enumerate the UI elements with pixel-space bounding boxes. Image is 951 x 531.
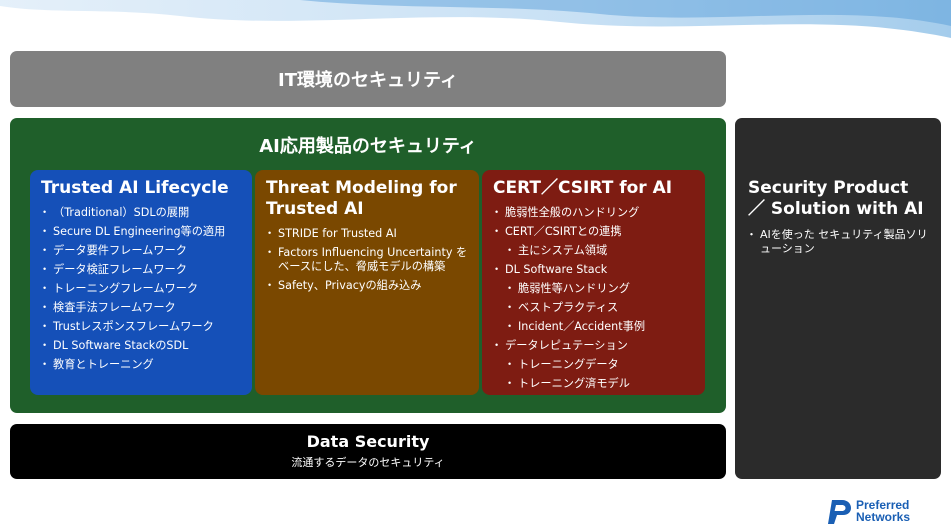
data-security-subtitle: 流通するデータのセキュリティ	[291, 456, 445, 469]
list-item: Secure DL Engineering等の適用	[39, 225, 242, 239]
list-item: DL Software StackのSDL	[39, 339, 242, 353]
logo-wordmark: Preferred Networks	[856, 499, 910, 523]
list-item: データ検証フレームワーク	[39, 263, 242, 277]
it-environment-security-title: IT環境のセキュリティ	[278, 70, 458, 91]
list-item: Safety、Privacyの組み込み	[264, 279, 469, 293]
it-environment-security-bar: IT環境のセキュリティ	[10, 51, 726, 107]
list-item: 主にシステム領域	[493, 244, 695, 258]
list-item: STRIDE for Trusted AI	[264, 227, 469, 241]
trusted-ai-lifecycle-panel: Trusted AI Lifecycle （Traditional）SDLの展開…	[30, 170, 252, 395]
list-item: データ要件フレームワーク	[39, 244, 242, 258]
list-item: 脆弱性等ハンドリング	[493, 282, 695, 296]
list-item: Factors Influencing Uncertainty をベースにした、…	[264, 246, 469, 274]
security-product-panel: Security Product ／ Solution with AI AIを使…	[735, 118, 941, 479]
threat-modeling-panel: Threat Modeling for Trusted AI STRIDE fo…	[255, 170, 479, 395]
data-security-bar: Data Security 流通するデータのセキュリティ	[10, 424, 726, 479]
logo-line-2: Networks	[856, 510, 911, 524]
pfn-logo-icon	[828, 500, 851, 524]
logo-line-1: Preferred	[856, 498, 910, 512]
list-item: トレーニングデータ	[493, 358, 695, 372]
list-item: Incident／Accident事例	[493, 320, 695, 334]
list-item: トレーニング済モデル	[493, 377, 695, 391]
ai-application-security-section: AI応用製品のセキュリティ Trusted AI Lifecycle （Trad…	[10, 118, 726, 413]
list-item: CERT／CSIRTとの連携	[491, 225, 695, 239]
list-item: 検査手法フレームワーク	[39, 301, 242, 315]
list-item: AIを使った セキュリティ製品ソリューション	[746, 228, 931, 256]
ai-application-security-title: AI応用製品のセキュリティ	[259, 136, 477, 157]
security-product-title: Security Product ／ Solution with AI	[748, 178, 924, 219]
panel-title: Trusted AI Lifecycle	[41, 178, 229, 198]
list-item: トレーニングフレームワーク	[39, 282, 242, 296]
header-wave-decoration	[0, 0, 951, 38]
cert-csirt-panel: CERT／CSIRT for AI 脆弱性全般のハンドリング CERT／CSIR…	[482, 170, 705, 395]
list-item: Trustレスポンスフレームワーク	[39, 320, 242, 334]
panel-title: CERT／CSIRT for AI	[493, 178, 673, 198]
list-item: DL Software Stack	[491, 263, 695, 277]
list-item: データレピュテーション	[491, 339, 695, 353]
preferred-networks-logo: Preferred Networks	[824, 496, 946, 528]
list-item: ベストプラクティス	[493, 301, 695, 315]
data-security-title: Data Security	[306, 432, 430, 451]
list-item: 脆弱性全般のハンドリング	[491, 206, 695, 220]
list-item: 教育とトレーニング	[39, 358, 242, 372]
panel-title: Threat Modeling for Trusted AI	[266, 178, 457, 219]
list-item: （Traditional）SDLの展開	[39, 206, 242, 220]
